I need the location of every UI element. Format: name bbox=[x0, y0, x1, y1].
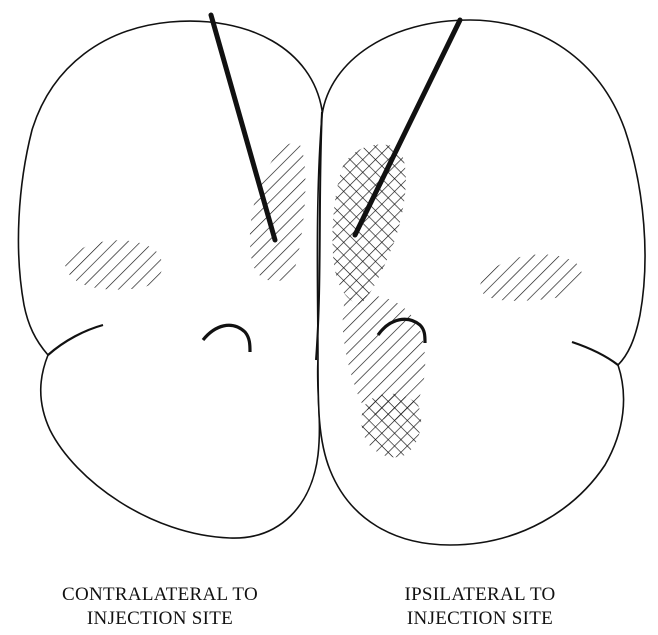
ipsilateral-caption: IPSILATERAL TO INJECTION SITE bbox=[330, 583, 630, 631]
contralateral-caption: CONTRALATERAL TO INJECTION SITE bbox=[10, 583, 310, 631]
contralateral-caption-line1: CONTRALATERAL TO bbox=[10, 583, 310, 607]
ipsilateral-caption-line1: IPSILATERAL TO bbox=[330, 583, 630, 607]
contralateral-caption-line2: INJECTION SITE bbox=[10, 607, 310, 631]
ipsilateral-caption-line2: INJECTION SITE bbox=[330, 607, 630, 631]
